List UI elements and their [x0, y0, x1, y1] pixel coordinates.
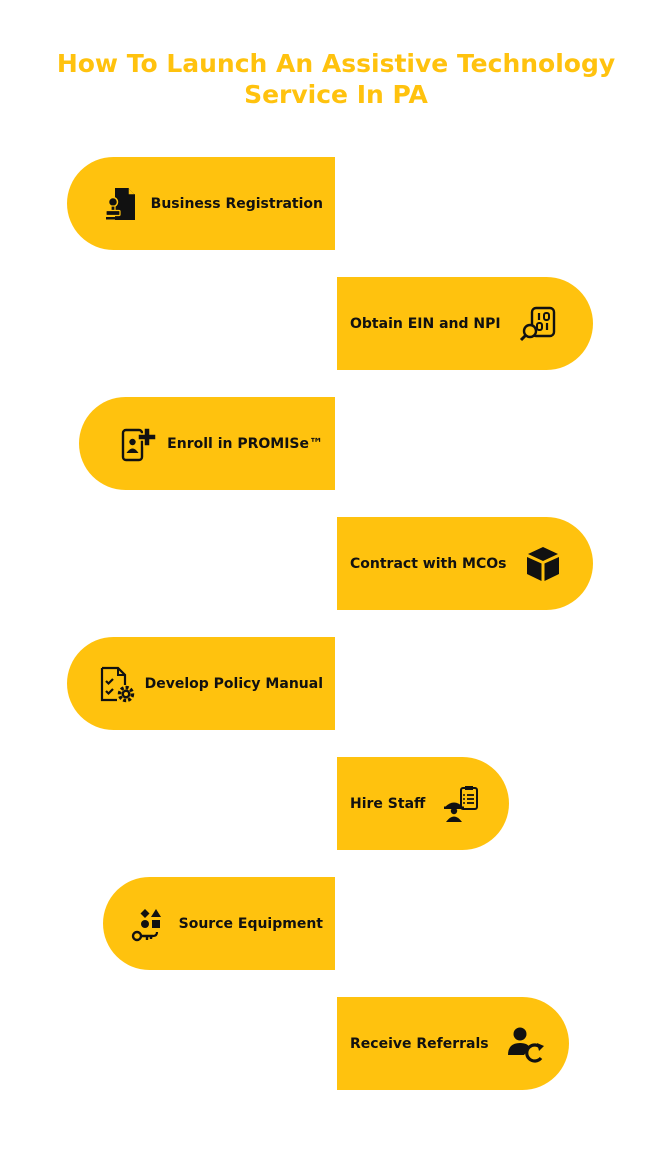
title-line-1: How To Launch An Assistive Technology: [56, 49, 616, 78]
checklist-settings-icon: [100, 666, 134, 702]
step-contract-mcos: Contract with MCOs: [337, 517, 593, 610]
worker-clipboard-icon: [444, 785, 479, 822]
step-label: Develop Policy Manual: [144, 675, 323, 692]
diagram-title: How To Launch An Assistive Technology Se…: [0, 48, 672, 110]
step-label: Source Equipment: [178, 915, 323, 932]
step-hire-staff: Hire Staff: [337, 757, 509, 850]
box-icon: [527, 546, 560, 581]
step-business-registration: Business Registration: [67, 157, 335, 250]
mobile-user-add-icon: [121, 426, 157, 461]
step-label: Business Registration: [150, 195, 323, 212]
registration-document-icon: [105, 187, 135, 220]
user-refresh-icon: [507, 1027, 544, 1063]
step-enroll-promise: Enroll in PROMISe™: [79, 397, 335, 490]
step-source-equipment: Source Equipment: [103, 877, 335, 970]
step-receive-referrals: Receive Referrals: [337, 997, 569, 1090]
step-label: Enroll in PROMISe™: [167, 435, 323, 452]
shapes-key-icon: [131, 908, 161, 941]
step-label: Obtain EIN and NPI: [350, 315, 501, 332]
step-label: Hire Staff: [350, 795, 426, 812]
binary-search-icon: [519, 306, 555, 341]
step-develop-policy-manual: Develop Policy Manual: [67, 637, 335, 730]
step-label: Receive Referrals: [350, 1035, 489, 1052]
step-obtain-ein-npi: Obtain EIN and NPI: [337, 277, 593, 370]
step-label: Contract with MCOs: [350, 555, 507, 572]
title-line-2: Service In PA: [244, 80, 428, 109]
